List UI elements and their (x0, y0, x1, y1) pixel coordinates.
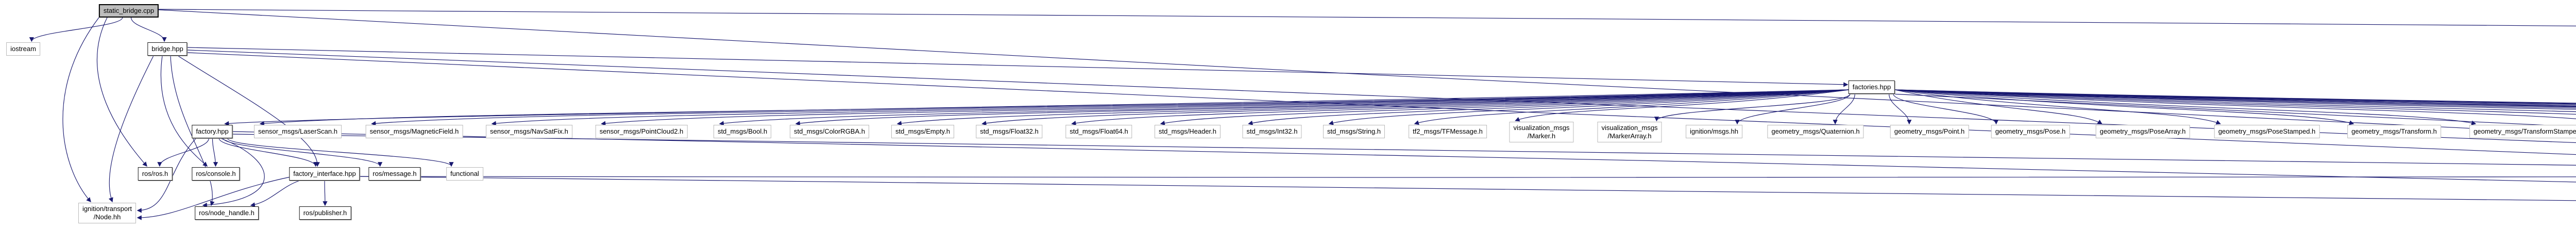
node-ignmsgs: ignition/msgs.hh (1686, 125, 1742, 138)
node-empty: std_msgs/Empty.h (891, 125, 954, 138)
edge-factories-bool (719, 89, 1849, 126)
node-factory[interactable]: factory.hpp (192, 125, 233, 138)
edge-factories-point (1889, 93, 1912, 125)
edge-factory_interface-stringstd (360, 176, 2576, 201)
node-rosconsole[interactable]: ros/console.h (192, 167, 240, 181)
edge-factories-pose (1893, 93, 1999, 125)
node-posestamped: geometry_msgs/PoseStamped.h (2214, 125, 2320, 138)
node-float32: std_msgs/Float32.h (976, 125, 1043, 138)
edge-factory_interface-node_handle (250, 180, 300, 207)
edge-factories-odometry (1894, 89, 2576, 110)
edge-factory-factory_interface (218, 138, 318, 167)
edge-factories-header (1160, 89, 1849, 126)
edge-factories-stringmsg (1328, 89, 1849, 125)
edge-factories-ignmsgs (1735, 93, 1851, 125)
edge-factory-rosmessage (223, 138, 383, 167)
edge-factories-vector3 (1894, 89, 2576, 115)
edge-bridge-rosconsole (160, 55, 208, 167)
edge-factory-rosros (157, 138, 209, 167)
node-transform: geometry_msgs/Transform.h (2347, 125, 2441, 138)
node-tfmessage: tf2_msgs/TFMessage.h (1409, 125, 1487, 138)
edge-factories-jointstate (1894, 89, 2576, 104)
node-publisher[interactable]: ros/publisher.h (299, 206, 351, 220)
edge-factories-laserscan (259, 89, 1849, 126)
node-static_bridge: static_bridge.cpp (98, 4, 159, 18)
node-stringmsg: std_msgs/String.h (1323, 125, 1385, 138)
edge-factories-batterystate (1894, 89, 2576, 108)
node-laserscan: sensor_msgs/LaserScan.h (254, 125, 342, 138)
node-int32: std_msgs/Int32.h (1242, 125, 1302, 138)
node-bool: std_msgs/Bool.h (713, 125, 772, 138)
edge-factories-transform (1894, 89, 2354, 125)
edge-factories-pointcloud2 (601, 89, 1849, 126)
node-quaternion: geometry_msgs/Quaternion.h (1767, 125, 1864, 138)
edge-static_bridge-node_hh (62, 17, 99, 203)
edge-static_bridge-iostream (29, 17, 123, 42)
edge-bridge-factory_interface (177, 55, 320, 167)
node-markerarray: visualization_msgs /MarkerArray.h (1597, 122, 1662, 142)
edge-static_bridge-stringstd (158, 9, 2576, 25)
edge-factory-functional (227, 138, 454, 167)
node-marker: visualization_msgs /Marker.h (1509, 122, 1574, 142)
node-transformstamped: geometry_msgs/TransformStamped.h (2469, 125, 2576, 138)
edge-factories-transformstamped (1894, 89, 2477, 125)
edge-factories-float64 (1071, 89, 1849, 126)
edge-factory-rosconsole (212, 138, 218, 167)
edge-factories-empty (896, 89, 1849, 126)
node-navsatfix: sensor_msgs/NavSatFix.h (486, 125, 572, 138)
edge-factories-int32 (1248, 89, 1849, 125)
edge-bridge-node_handle (170, 55, 215, 206)
edge-factory_interface-memory (360, 176, 2576, 178)
edge-factories-tfmessage (1414, 89, 1849, 125)
node-functional: functional (446, 167, 483, 181)
node-rosros[interactable]: ros/ros.h (138, 167, 173, 181)
node-iostream: iostream (6, 42, 40, 56)
edge-factories-colorrgba (795, 89, 1849, 126)
node-posearray: geometry_msgs/PoseArray.h (2095, 125, 2190, 138)
edge-factories-quaternion (1833, 93, 1855, 125)
edge-factory-stringstd (232, 131, 2576, 181)
edge-factories-marker (1515, 89, 1849, 122)
node-node_hh: ignition/transport /Node.hh (78, 203, 137, 223)
edge-factory_interface-node_hh (137, 176, 291, 220)
edge-bridge-factories (187, 47, 1849, 87)
node-colorrgba: std_msgs/ColorRGBA.h (790, 125, 869, 138)
node-factories[interactable]: factories.hpp (1848, 80, 1895, 94)
edge-factories-magneticfield (371, 89, 1849, 126)
edge-static_bridge-rosros (97, 17, 147, 167)
node-float64: std_msgs/Float64.h (1065, 125, 1132, 138)
node-point: geometry_msgs/Point.h (1890, 125, 1969, 138)
edge-static_bridge-bridge (130, 17, 167, 42)
edge-factories-markerarray (1654, 93, 1851, 122)
node-pointcloud2: sensor_msgs/PointCloud2.h (595, 125, 688, 138)
edge-factories-imu (1894, 89, 2576, 104)
node-node_handle[interactable]: ros/node_handle.h (195, 206, 259, 220)
node-rosmessage[interactable]: ros/message.h (368, 167, 421, 181)
edge-factory-node_handle (202, 138, 265, 208)
edge-factories-float32 (981, 89, 1849, 126)
edge-static_bridge-memory (158, 9, 2576, 136)
edge-factories-stringstd (1890, 93, 2576, 127)
edge-factories-navsatfix (491, 89, 1849, 126)
edge-factories-twist (1894, 89, 2576, 119)
edge-factories-clock (1894, 89, 2576, 109)
edge-factories-fluidpressure (1894, 89, 2576, 106)
edge-factory-node_hh (137, 138, 196, 213)
node-factory_interface[interactable]: factory_interface.hpp (289, 167, 360, 181)
node-header: std_msgs/Header.h (1154, 125, 1221, 138)
node-magneticfield: sensor_msgs/MagneticField.h (365, 125, 463, 138)
edge-factories-image (1894, 89, 2576, 105)
edge-factories-posearray (1894, 89, 2103, 124)
edge-bridge-node_hh (108, 55, 154, 203)
node-bridge[interactable]: bridge.hpp (147, 42, 188, 56)
node-pose: geometry_msgs/Pose.h (1991, 125, 2070, 138)
edge-factories-occupancygrid (1894, 89, 2576, 112)
edge-factories-memory (1894, 89, 2576, 107)
